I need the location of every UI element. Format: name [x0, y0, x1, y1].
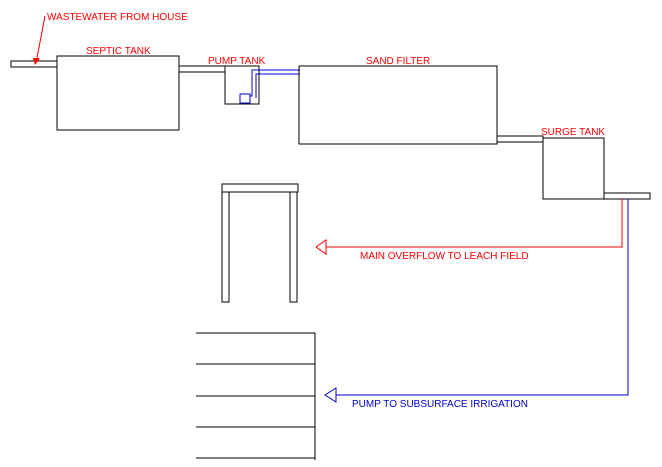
label-overflow: MAIN OVERFLOW TO LEACH FIELD: [360, 251, 529, 262]
pump-riser-pipe-inner: [255, 73, 300, 98]
label-irrigation: PUMP TO SUBSURFACE IRRIGATION: [352, 399, 528, 410]
overflow-path: [326, 199, 623, 248]
irrigation-field: [196, 332, 316, 460]
label-septic-tank: SEPTIC TANK: [86, 46, 151, 57]
pipe-filter-to-surge: [496, 135, 544, 143]
pump-device: [239, 93, 251, 104]
irrigation-arrowhead: [324, 387, 337, 403]
outlet-pipe: [603, 192, 651, 200]
septic-tank: [56, 55, 180, 131]
leach-field: [221, 183, 299, 303]
wastewater-arrow: [35, 15, 46, 64]
inlet-pipe: [10, 60, 58, 68]
pump-tank: [224, 65, 260, 105]
label-wastewater: WASTEWATER FROM HOUSE: [47, 12, 188, 23]
label-surge-tank: SURGE TANK: [541, 127, 605, 138]
overflow-arrowhead: [315, 239, 327, 255]
surge-tank: [542, 137, 605, 200]
label-sand-filter: SAND FILTER: [366, 56, 430, 67]
label-pump-tank: PUMP TANK: [208, 56, 266, 67]
irrigation-path: [336, 199, 629, 396]
sand-filter: [298, 65, 498, 145]
wastewater-arrowhead: [33, 58, 40, 65]
pump-riser-pipe: [250, 69, 300, 97]
